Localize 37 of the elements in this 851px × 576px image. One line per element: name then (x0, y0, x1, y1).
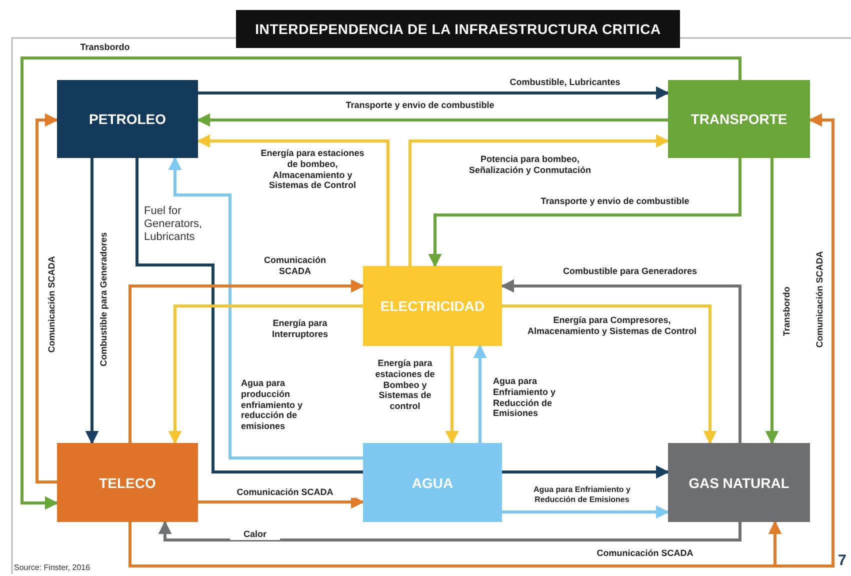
arrow (128, 279, 364, 443)
sector-box (363, 443, 502, 522)
arrow (765, 158, 779, 444)
sector-box (57, 443, 198, 522)
page-number: 7 (838, 552, 846, 569)
sector-name: AGUA (410, 474, 454, 490)
arrow (428, 158, 742, 268)
arrow (500, 279, 742, 443)
arrow (408, 134, 670, 266)
sector-name: TELECO (98, 474, 157, 490)
arrow (168, 304, 363, 444)
arrow (502, 465, 670, 479)
arrow (473, 344, 487, 443)
source-note: Source: Finster, 2016 (14, 563, 90, 572)
arrow (158, 520, 742, 542)
arrow (502, 304, 717, 444)
arrow (196, 134, 390, 266)
sector-name: GAS NATURAL (688, 474, 790, 490)
arrow (168, 156, 363, 460)
sector-name: TRANSPORTE (690, 111, 788, 127)
arrow (128, 113, 834, 568)
arrow (198, 86, 670, 100)
edge-label: Calor (230, 529, 280, 540)
arrow (85, 158, 99, 444)
arrow (196, 113, 668, 127)
arrow (198, 495, 364, 509)
sector-box (668, 80, 810, 158)
sector-box (668, 443, 810, 522)
arrow (20, 56, 742, 510)
diagram-title: INTERDEPENDENCIA DE LA INFRAESTRUCTURA CRITICA (236, 10, 680, 48)
arrow (445, 346, 459, 444)
sector-name: PETROLEO (88, 111, 167, 127)
sector-box (57, 80, 198, 158)
arrow (36, 113, 58, 484)
sector-name: ELECTRICIDAD (379, 298, 486, 314)
sector-box (363, 266, 502, 346)
arrow (502, 505, 670, 519)
